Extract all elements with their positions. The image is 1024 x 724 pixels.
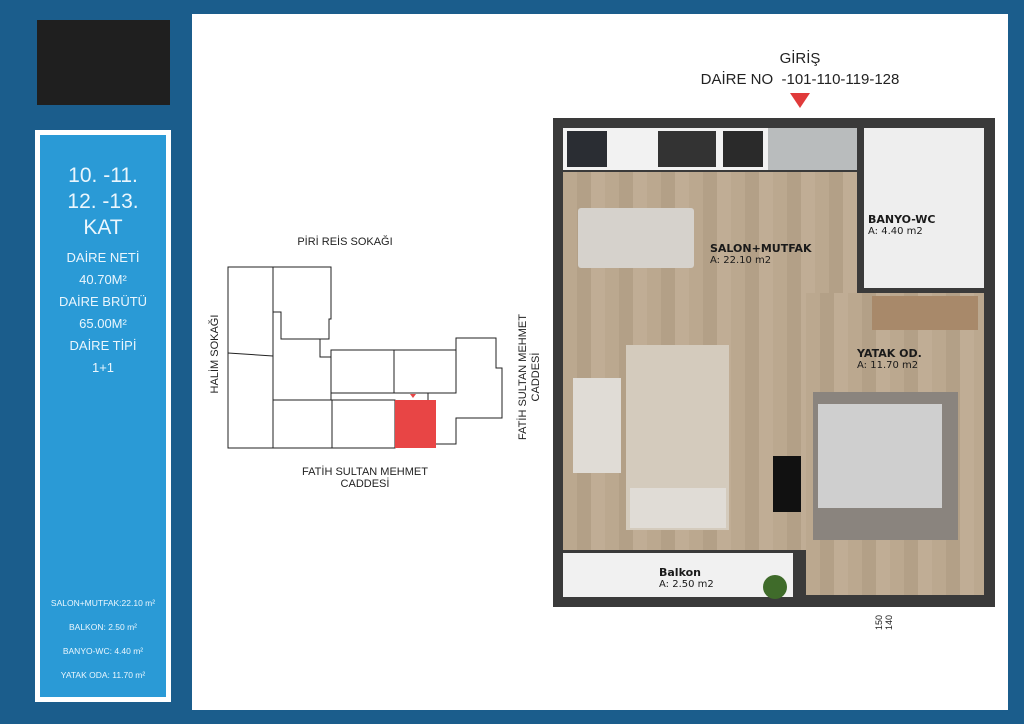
building-block [272,399,396,449]
street-south-line1: FATİH SULTAN MEHMET [302,466,428,478]
area-banyo: BANYO-WC: 4.40 m² [62,646,144,656]
dimension-1: 150 [874,614,884,630]
sofa-2 [630,488,726,528]
kitchen-counter [563,128,857,170]
bathroom [864,128,984,288]
window-dimensions: 150 140 [874,606,894,630]
room-name: SALON+MUTFAK [710,242,812,255]
area-yatak: YATAK ODA: 11.70 m² [60,670,146,680]
highlighted-unit [395,400,436,448]
room-banyo: BANYO-WC A: 4.40 m2 [868,213,936,237]
net-label: DAİRE NETİ [66,250,140,265]
floors-line2: 12. -13. [67,190,139,213]
info-panel: 10. -11. 12. -13. KAT DAİRE NETİ 40.70M²… [35,130,171,702]
building-block [436,337,503,445]
room-area: A: 22.10 m2 [710,255,772,266]
room-salon: SALON+MUTFAK A: 22.10 m2 [710,242,812,266]
room-area: A: 11.70 m2 [857,360,919,371]
room-name: Balkon [659,566,701,579]
logo-block [37,20,170,105]
area-salon: SALON+MUTFAK:22.10 m² [50,598,156,608]
building-block [273,266,332,340]
entrance-arrow-icon [790,93,810,108]
room-area: A: 4.40 m2 [868,226,923,237]
floors-line1: 10. -11. [68,164,138,187]
bed [818,404,942,508]
sink-icon [658,131,716,167]
room-name: BANYO-WC [868,213,936,226]
room-area: A: 2.50 m2 [659,579,714,590]
cooktop-icon [567,131,607,167]
dimension-2: 140 [884,614,894,630]
net-value: 40.70M² [79,272,127,287]
dining-table [578,208,694,268]
tv-unit [773,456,801,512]
type-label: DAİRE TİPİ [69,338,137,353]
unit-numbers: DAİRE NO -101-110-119-128 [700,71,900,88]
wardrobe [872,296,978,330]
type-value: 1+1 [91,360,115,375]
entrance-label: GİRİŞ DAİRE NO -101-110-119-128 [680,48,920,90]
unit-marker-icon [410,394,416,398]
sofa [573,378,621,473]
room-yatak: YATAK OD. A: 11.70 m2 [857,347,922,371]
entrance-title: GİRİŞ [779,50,821,67]
floors-label: KAT [83,216,123,239]
street-north: PİRİ REİS SOKAĞI [297,236,393,248]
street-south-line2: CADDESİ [340,478,390,490]
street-south: FATİH SULTAN MEHMET CADDESİ [275,466,455,490]
plant-icon [763,575,787,599]
gross-value: 65.00M² [79,316,127,331]
gross-label: DAİRE BRÜTÜ [58,294,148,309]
room-balkon: Balkon A: 2.50 m2 [659,566,714,590]
room-name: YATAK OD. [857,347,922,360]
building-block [227,266,274,449]
area-balkon: BALKON: 2.50 m² [68,622,138,632]
fridge [723,131,763,167]
balcony [563,553,793,597]
entrance-door[interactable] [768,128,857,170]
